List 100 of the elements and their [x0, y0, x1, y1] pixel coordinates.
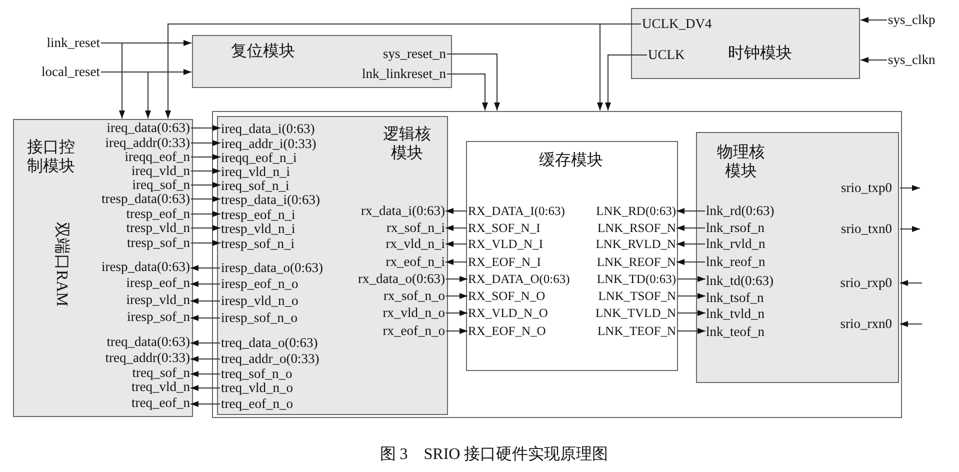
- signal-arrow: [676, 276, 706, 282]
- module-box: [192, 35, 452, 88]
- signal-arrow: [676, 225, 706, 231]
- signal-label: LNK_RVLD_N: [596, 237, 676, 251]
- signal-arrow: [446, 276, 468, 282]
- signal-arrow: [190, 211, 221, 217]
- signal-label: iresp_vld_n_o: [221, 294, 298, 308]
- signal-label: sys_reset_n: [383, 47, 446, 61]
- signal-arrow: [190, 385, 220, 391]
- signal-arrow: [190, 401, 220, 407]
- module-box: [696, 132, 899, 383]
- module-box: [466, 141, 678, 371]
- signal-label: lnk_teof_n: [706, 325, 764, 339]
- signal-label: treq_vld_n: [132, 380, 190, 394]
- signal-arrow: [676, 310, 706, 316]
- signal-arrow: [190, 371, 220, 377]
- signal-arrow: [676, 208, 706, 214]
- signal-label: iresp_eof_n_o: [221, 277, 298, 291]
- signal-arrow: [446, 54, 500, 111]
- module-title: 逻辑核模块: [382, 125, 432, 163]
- signal-label: LNK_TD(0:63): [596, 272, 676, 286]
- signal-label: rx_sof_n_i: [386, 221, 445, 235]
- signal-arrow: [445, 225, 468, 231]
- signal-label: treq_addr_o(0:33): [221, 352, 320, 366]
- signal-label: lnk_linkreset_n: [362, 67, 446, 81]
- signal-label: rx_vld_n_o: [382, 306, 445, 320]
- module-title: 时钟模块: [727, 44, 793, 63]
- signal-label: ireqq_eof_n_i: [221, 151, 297, 165]
- signal-arrow: [190, 125, 221, 131]
- signal-label: lnk_tsof_n: [706, 291, 764, 305]
- signal-label: treq_vld_n_o: [221, 381, 293, 395]
- signal-arrow: [605, 54, 648, 111]
- signal-arrow: [900, 226, 920, 232]
- signal-label: RX_VLD_N_O: [468, 306, 548, 320]
- signal-label: RX_DATA_I(0:63): [468, 204, 565, 218]
- signal-label: tresp_eof_n: [126, 207, 190, 221]
- signal-label: local_reset: [42, 65, 100, 79]
- signal-label: LNK_TSOF_N: [598, 289, 676, 303]
- module-title: 缓存模块: [538, 151, 604, 170]
- signal-label: ireq_vld_n_i: [221, 165, 290, 179]
- signal-label: lnk_tvld_n: [706, 307, 765, 321]
- signal-label: ireq_addr(0:33): [105, 136, 190, 150]
- signal-arrow: [860, 57, 888, 63]
- signal-arrow: [676, 259, 706, 265]
- signal-label: srio_rxn0: [840, 317, 892, 331]
- signal-label: tresp_sof_n: [127, 236, 190, 250]
- signal-arrow: [446, 293, 468, 299]
- signal-label: treq_data_o(0:63): [221, 336, 318, 350]
- signal-label: ireq_data(0:63): [106, 121, 190, 135]
- signal-label: iresp_sof_n: [127, 310, 190, 324]
- signal-label: RX_EOF_N_O: [468, 324, 546, 338]
- signal-label: tresp_vld_n: [126, 221, 190, 235]
- signal-label: treq_addr(0:33): [105, 351, 190, 365]
- signal-label: lnk_td(0:63): [706, 274, 774, 288]
- signal-label: RX_VLD_N_I: [468, 237, 543, 251]
- signal-label: rx_sof_n_o: [384, 289, 445, 303]
- signal-arrow: [445, 259, 468, 265]
- signal-arrow: [676, 328, 706, 334]
- signal-label: iresp_data_o(0:63): [221, 261, 323, 275]
- signal-label: LNK_TEOF_N: [598, 324, 676, 338]
- module-subtitle: 双端口RAM: [52, 222, 71, 306]
- module-title: 复位模块: [230, 42, 296, 61]
- figure-caption: 图 3 SRIO 接口硬件实现原理图: [378, 444, 610, 465]
- module-box: [631, 8, 860, 79]
- signal-label: UCLK_DV4: [642, 17, 712, 31]
- signal-label: RX_DATA_O(0:63): [468, 272, 570, 286]
- signal-label: tresp_eof_n_i: [221, 208, 296, 222]
- signal-label: srio_txp0: [840, 181, 892, 195]
- signal-label: LNK_TVLD_N: [595, 306, 676, 320]
- signal-arrow: [190, 168, 221, 174]
- signal-label: ireq_sof_n_i: [221, 179, 290, 193]
- module-title: 物理核模块: [716, 143, 766, 181]
- signal-label: ireq_vld_n: [132, 164, 190, 178]
- signal-arrow: [900, 280, 922, 286]
- signal-label: iresp_vld_n: [126, 293, 190, 307]
- signal-label: tresp_sof_n_i: [221, 237, 294, 251]
- signal-arrow: [190, 140, 221, 146]
- signal-arrow: [900, 185, 920, 191]
- signal-label: ireq_addr_i(0:33): [221, 137, 316, 151]
- module-box: [217, 116, 448, 415]
- signal-label: srio_rxp0: [840, 276, 892, 290]
- signal-label: rx_data_i(0:63): [361, 204, 445, 218]
- signal-label: iresp_sof_n_o: [221, 311, 298, 325]
- signal-label: treq_data(0:63): [106, 335, 190, 349]
- signal-label: lnk_rsof_n: [706, 221, 764, 235]
- signal-arrow: [676, 293, 706, 299]
- signal-label: rx_eof_n_i: [386, 255, 445, 269]
- signal-label: treq_sof_n_o: [221, 367, 292, 381]
- signal-label: lnk_rvld_n: [706, 237, 766, 251]
- signal-arrow: [190, 154, 221, 160]
- signal-label: tresp_vld_n_i: [221, 222, 296, 236]
- signal-arrow: [445, 208, 468, 214]
- signal-arrow: [900, 321, 922, 327]
- signal-label: link_reset: [46, 36, 100, 50]
- module-title: 接口控制模块: [26, 138, 76, 176]
- signal-label: rx_vld_n_i: [386, 237, 445, 251]
- signal-label: sys_clkp: [888, 13, 936, 27]
- signal-label: ireq_sof_n: [132, 178, 190, 192]
- signal-arrow: [446, 310, 468, 316]
- signal-arrow: [190, 281, 220, 287]
